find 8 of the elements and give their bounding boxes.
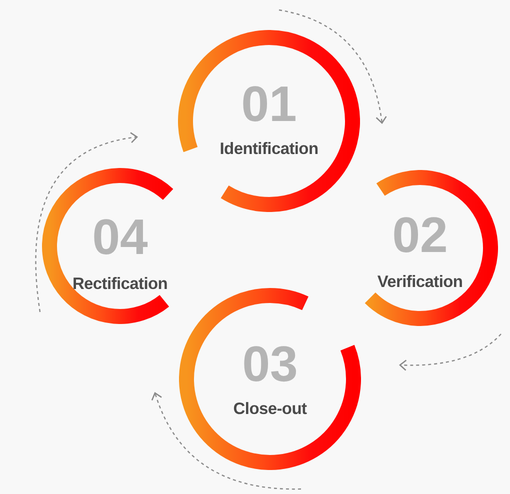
step-name: Identification [220, 139, 318, 159]
step-name: Verification [377, 272, 463, 292]
step-number: 02 [392, 210, 448, 260]
step-name: Close-out [233, 399, 307, 419]
step-number: 03 [242, 339, 298, 389]
step-name: Rectification [72, 274, 168, 294]
step-number: 04 [92, 212, 148, 262]
step-number: 01 [241, 79, 297, 129]
